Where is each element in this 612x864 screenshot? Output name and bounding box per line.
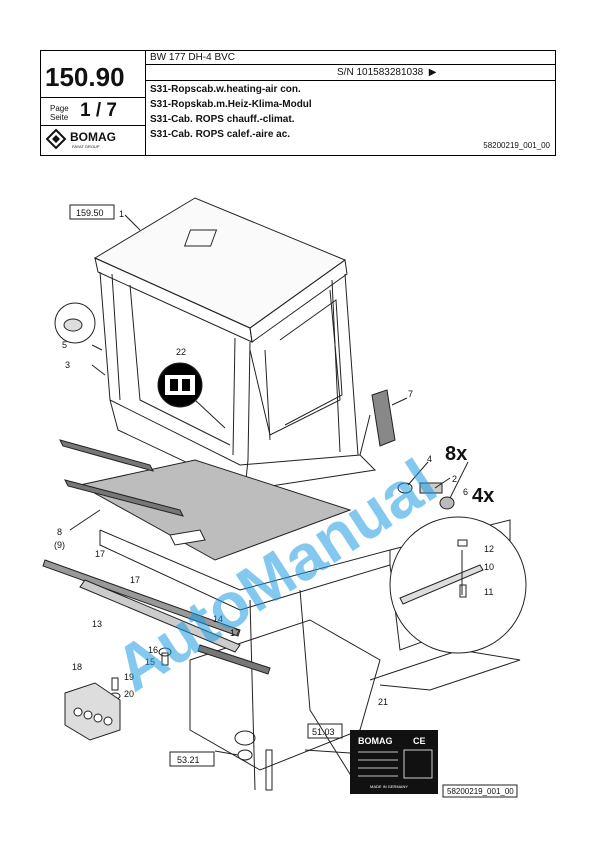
detail-circle: [389, 516, 527, 654]
plate-ce-mark: CE: [413, 736, 426, 746]
callout-label: 3: [65, 360, 70, 370]
logo-diamond-icon: [45, 128, 67, 150]
callout-label: 15: [145, 657, 155, 667]
callout-label: 16: [148, 645, 158, 655]
page-label: Page Seite: [50, 104, 69, 122]
ref-box-label: 53.21: [177, 755, 200, 765]
plate-brand: BOMAG: [358, 736, 393, 746]
callout-label: 20: [124, 689, 134, 699]
drawing-ref-box: [442, 784, 518, 798]
callout-label: 4: [427, 454, 432, 464]
bolt-hardware: [109, 482, 455, 791]
drawing-reference: 58200219_001_00: [447, 787, 514, 796]
document-reference: 58200219_001_00: [483, 141, 550, 150]
callout-label: 14: [213, 614, 223, 624]
page-number: 1 / 7: [80, 100, 117, 121]
callout-label: 21: [378, 697, 388, 707]
callout-label: 19: [124, 672, 134, 682]
machine-model: BW 177 DH-4 BVC: [150, 52, 236, 63]
leader-lines: [69, 214, 469, 756]
description-es: S31-Cab. ROPS calef.-aire ac.: [150, 129, 291, 140]
callout-label: 1: [119, 209, 124, 219]
callout-label: 17: [130, 575, 140, 585]
cab-roof: [93, 197, 348, 343]
exploded-view-drawing: 159.50 51.03 53.21 1 2 3 4 5 6 7 8 (9) 1…: [40, 190, 560, 800]
page-label-de: Seite: [50, 113, 69, 122]
mounting-strips: [42, 389, 396, 675]
callout-label: 22: [176, 347, 186, 357]
bomag-logo: BOMAG FAYAT GROUP: [45, 126, 136, 152]
header-divider-3: [40, 97, 146, 98]
rops-label-icon: [157, 362, 203, 408]
header-divider-4: [40, 125, 146, 126]
callout-label: 7: [408, 389, 413, 399]
callout-label: 2: [452, 474, 457, 484]
ref-box-label: 159.50: [76, 208, 104, 218]
plate-made-in: MADE IN GERMANY: [370, 784, 408, 789]
callout-label: 6: [463, 487, 468, 497]
callout-label: 5: [62, 340, 67, 350]
quantity-marker: 8x: [445, 443, 467, 465]
page-label-en: Page: [50, 104, 69, 113]
header-divider-1: [145, 64, 555, 65]
callout-label: 10: [484, 562, 494, 572]
bracket-18: [64, 682, 121, 741]
header-divider-vertical: [145, 50, 146, 155]
description-de: S31-Ropskab.m.Heiz-Klima-Modul: [150, 99, 312, 110]
logo-subtext: FAYAT GROUP: [72, 144, 100, 149]
callout-label: 18: [72, 662, 82, 672]
description-fr: S31-Cab. ROPS chauff.-climat.: [150, 114, 295, 125]
serial-number: S/N 101583281038 ▶: [337, 67, 436, 78]
ref-box-53-21: [169, 751, 215, 767]
header-frame: [40, 50, 556, 156]
callout-label: 17: [95, 549, 105, 559]
callout-label: 13: [92, 619, 102, 629]
header-divider-2: [145, 80, 555, 81]
callout-label: (9): [54, 540, 65, 550]
detail-circle-small: [54, 302, 96, 344]
quantity-marker: 4x: [472, 485, 494, 507]
callout-label: 11: [484, 587, 493, 597]
type-plate: BOMAG CE MADE IN GERMANY: [350, 730, 438, 794]
ref-box-51-03: [307, 723, 343, 739]
ref-box-label: 51.03: [312, 727, 335, 737]
callout-label: 8: [57, 527, 62, 537]
callout-label: 12: [484, 544, 494, 554]
floor-plate: [78, 459, 352, 561]
callout-label: 17: [230, 628, 240, 638]
serial-text: S/N 101583281038: [337, 67, 424, 78]
arrow-right-icon: ▶: [428, 67, 437, 78]
description-en: S31-Ropscab.w.heating-air con.: [150, 84, 301, 95]
logo-text: BOMAG: [70, 130, 116, 144]
ref-box-159-50: [69, 204, 115, 220]
part-number: 150.90: [45, 62, 125, 92]
